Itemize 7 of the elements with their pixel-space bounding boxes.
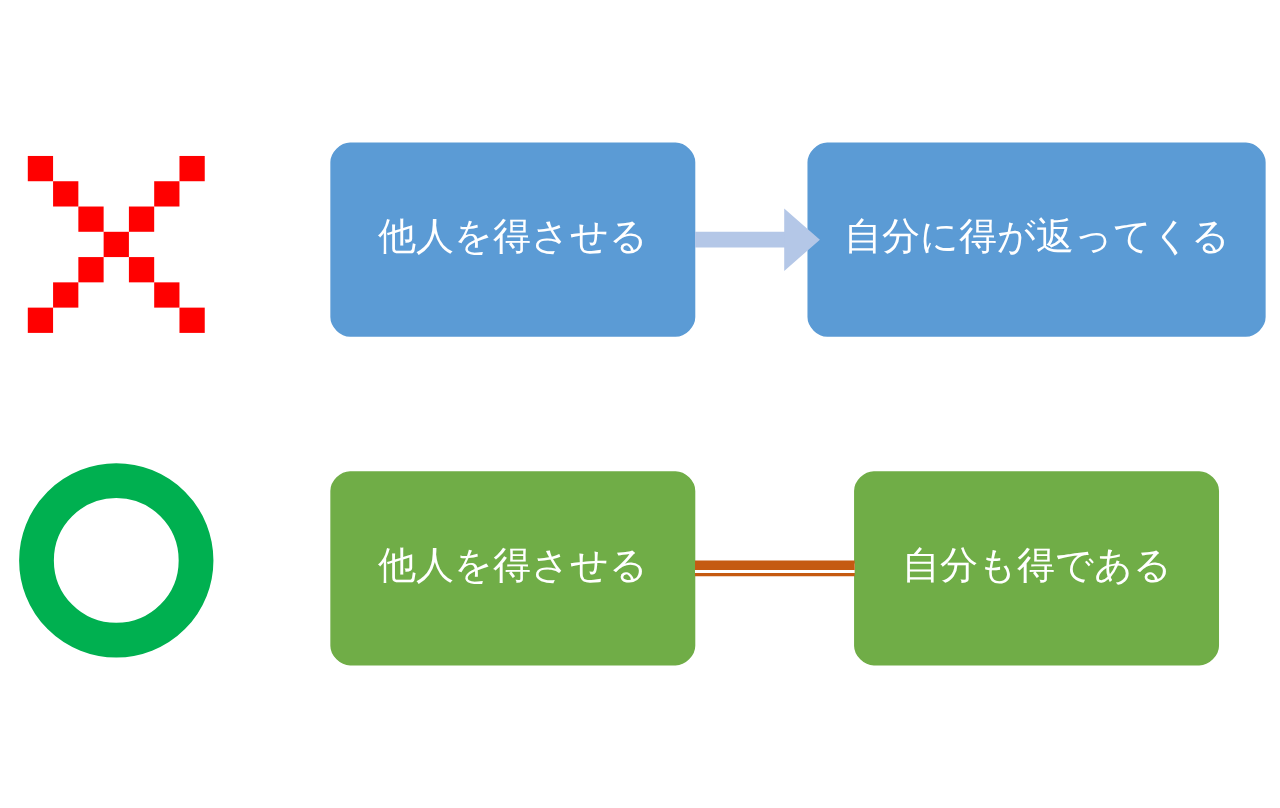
arrow — [695, 208, 820, 271]
node-box: 自分に得が返ってくる — [807, 142, 1266, 337]
connector — [695, 560, 855, 577]
node-box: 他人を得させる — [330, 471, 696, 666]
node-box: 他人を得させる — [330, 142, 696, 337]
node-circle — [19, 463, 214, 658]
node-box: 自分も得である — [854, 471, 1220, 666]
